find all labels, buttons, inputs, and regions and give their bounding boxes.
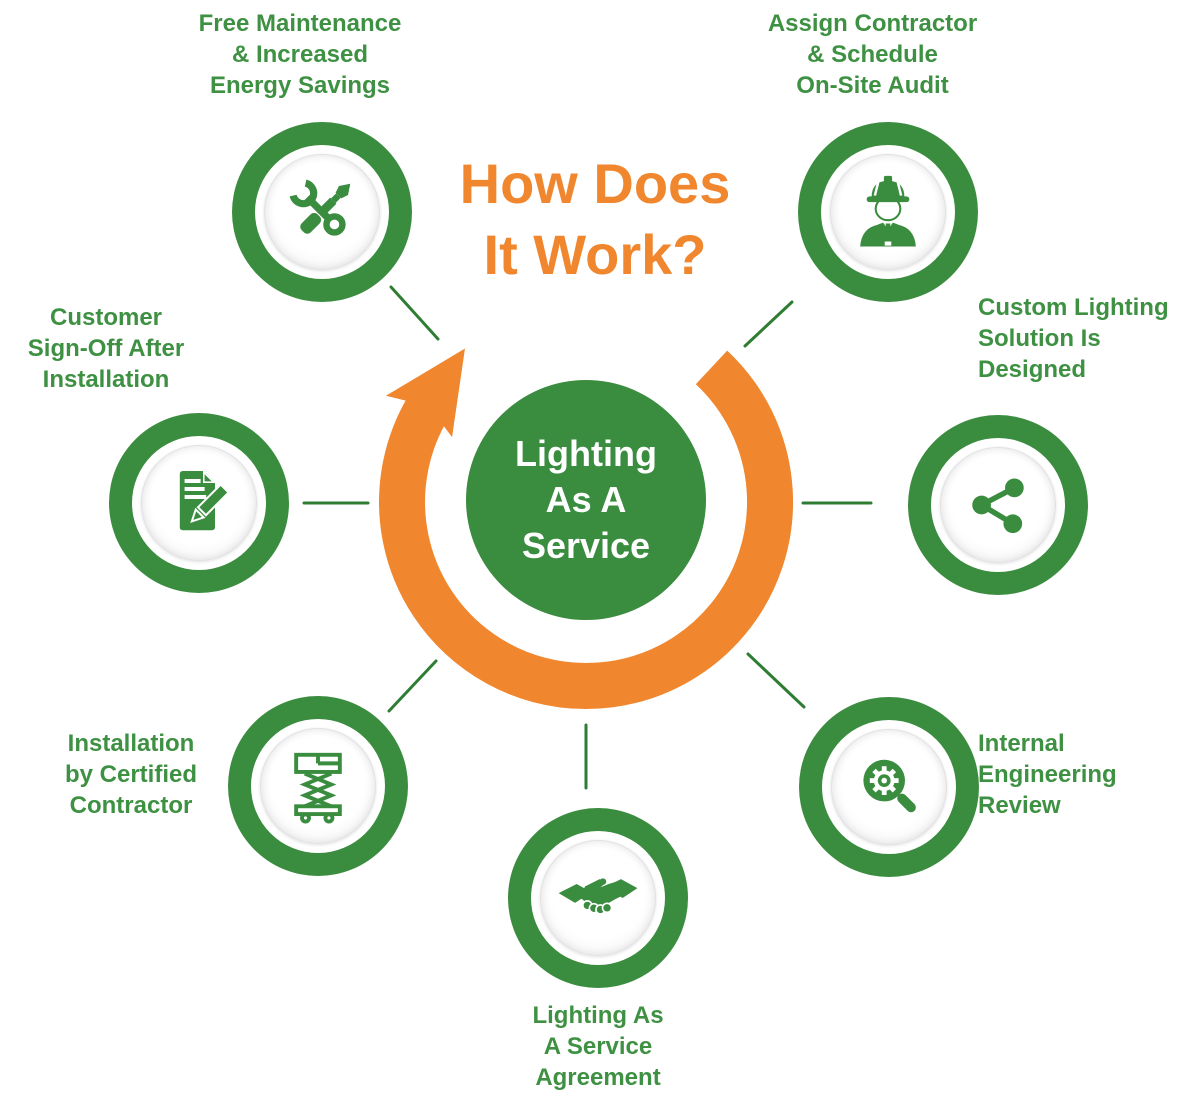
node-face — [264, 154, 380, 270]
node-face — [831, 729, 947, 845]
node-engineering-review — [799, 697, 979, 877]
cycle-arrow-head — [385, 348, 465, 438]
label-engineering-review: Internal Engineering Review — [978, 730, 1117, 819]
node-plate — [822, 720, 956, 854]
screwdriver — [300, 183, 351, 234]
label-free-maintenance: Free Maintenance & Increased Energy Savi… — [198, 10, 402, 99]
label-service-agreement: Lighting As A Service Agreement — [532, 1002, 664, 1091]
node-assign-contractor — [798, 122, 978, 302]
node-plate — [531, 831, 665, 965]
scissor-lift-icon — [294, 752, 342, 824]
document-pencil-icon — [179, 470, 230, 531]
title-line: It Work? — [483, 223, 707, 286]
node-plate — [821, 145, 955, 279]
label-certified-installation: Installation by Certified Contractor — [64, 730, 198, 819]
connector-line — [746, 652, 806, 709]
node-certified-installation — [228, 696, 408, 876]
connector-line — [743, 300, 794, 348]
node-face — [940, 447, 1056, 563]
node-custom-solution — [908, 415, 1088, 595]
node-plate — [255, 145, 389, 279]
worker-icon — [860, 175, 916, 247]
node-plate — [931, 438, 1065, 572]
center-hub: Lighting As A Service — [466, 380, 706, 620]
tools-icon — [289, 179, 351, 236]
node-customer-sign-off — [109, 413, 289, 593]
gear-magnifier-icon — [863, 759, 916, 813]
label-assign-contractor: Assign Contractor & Schedule On-Site Aud… — [767, 10, 978, 99]
node-free-maintenance — [232, 122, 412, 302]
node-face — [141, 445, 257, 561]
connector-line — [389, 285, 440, 341]
page-title: How Does It Work? — [420, 148, 770, 290]
connector-lines — [302, 285, 873, 790]
cycle-arrow-arc — [379, 350, 793, 709]
cycle-arrow — [379, 348, 793, 709]
connector-line — [387, 659, 438, 713]
node-plate — [251, 719, 385, 853]
center-hub-label: Lighting — [515, 433, 657, 474]
node-face — [540, 840, 656, 956]
handshake-icon — [558, 878, 638, 915]
node-service-agreement — [508, 808, 688, 988]
node-face — [260, 728, 376, 844]
share-icon — [972, 478, 1024, 534]
wrench — [289, 179, 346, 236]
label-custom-solution: Custom Lighting Solution Is Designed — [978, 294, 1169, 383]
label-customer-sign-off: Customer Sign-Off After Installation — [27, 304, 185, 393]
center-hub-label: Service — [521, 525, 651, 566]
center-hub-label: As A — [545, 479, 627, 520]
title-line: How Does — [459, 152, 731, 215]
node-plate — [132, 436, 266, 570]
node-face — [830, 154, 946, 270]
